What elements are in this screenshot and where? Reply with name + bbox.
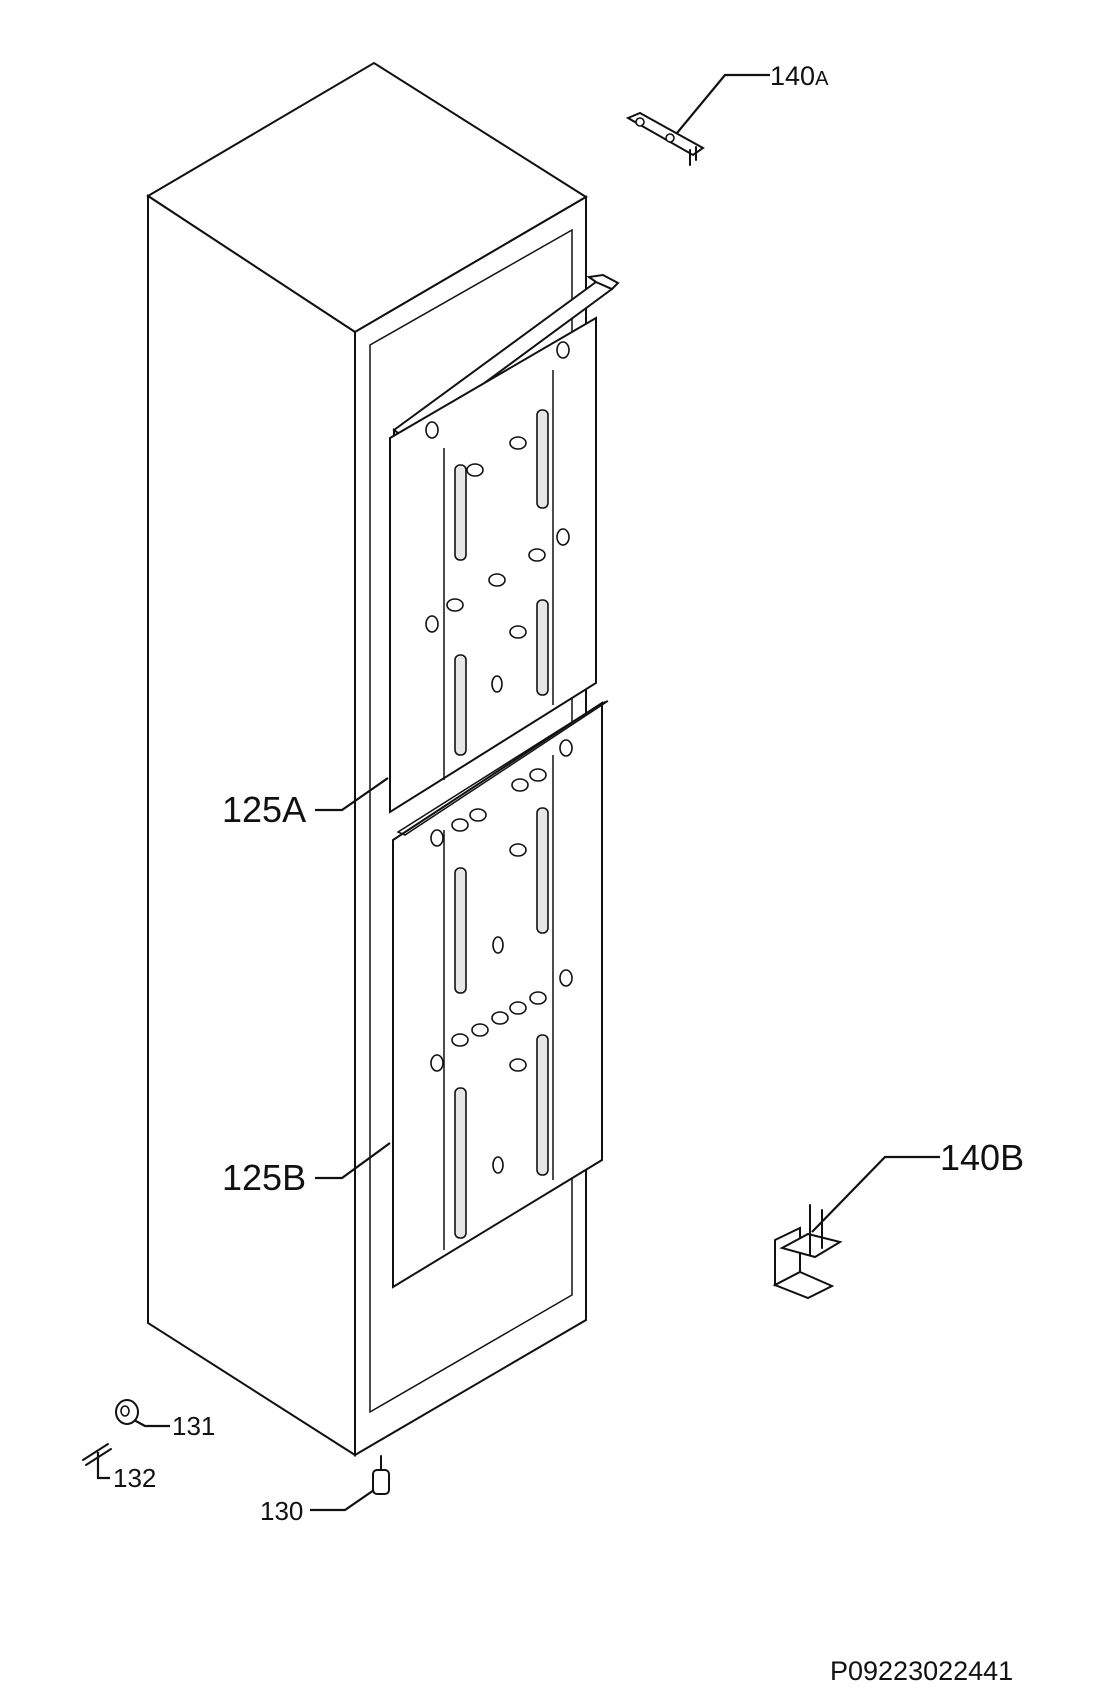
- leader-125a: [315, 777, 389, 812]
- bottom-hinge-140b: [772, 1155, 940, 1300]
- label-132: 132: [113, 1463, 156, 1493]
- upper-door-plate-125a: [389, 273, 620, 814]
- label-140a-number: 140: [770, 61, 815, 91]
- pin-132: [82, 1443, 112, 1480]
- leader-125b: [315, 1142, 391, 1180]
- top-hinge-140a: [625, 73, 770, 166]
- label-140b: 140B: [940, 1137, 1024, 1178]
- label-130: 130: [260, 1496, 303, 1526]
- label-125a: 125A: [222, 789, 306, 830]
- lower-door-plate-125b: [392, 700, 609, 1289]
- foot-screw-130: [310, 1455, 390, 1512]
- label-125b: 125B: [222, 1157, 306, 1198]
- label-131: 131: [172, 1411, 215, 1441]
- drawing-id: P09223022441: [830, 1656, 1013, 1686]
- label-140a: 140A: [770, 61, 829, 91]
- washer-131: [115, 1399, 170, 1428]
- label-140a-suffix: A: [815, 68, 829, 90]
